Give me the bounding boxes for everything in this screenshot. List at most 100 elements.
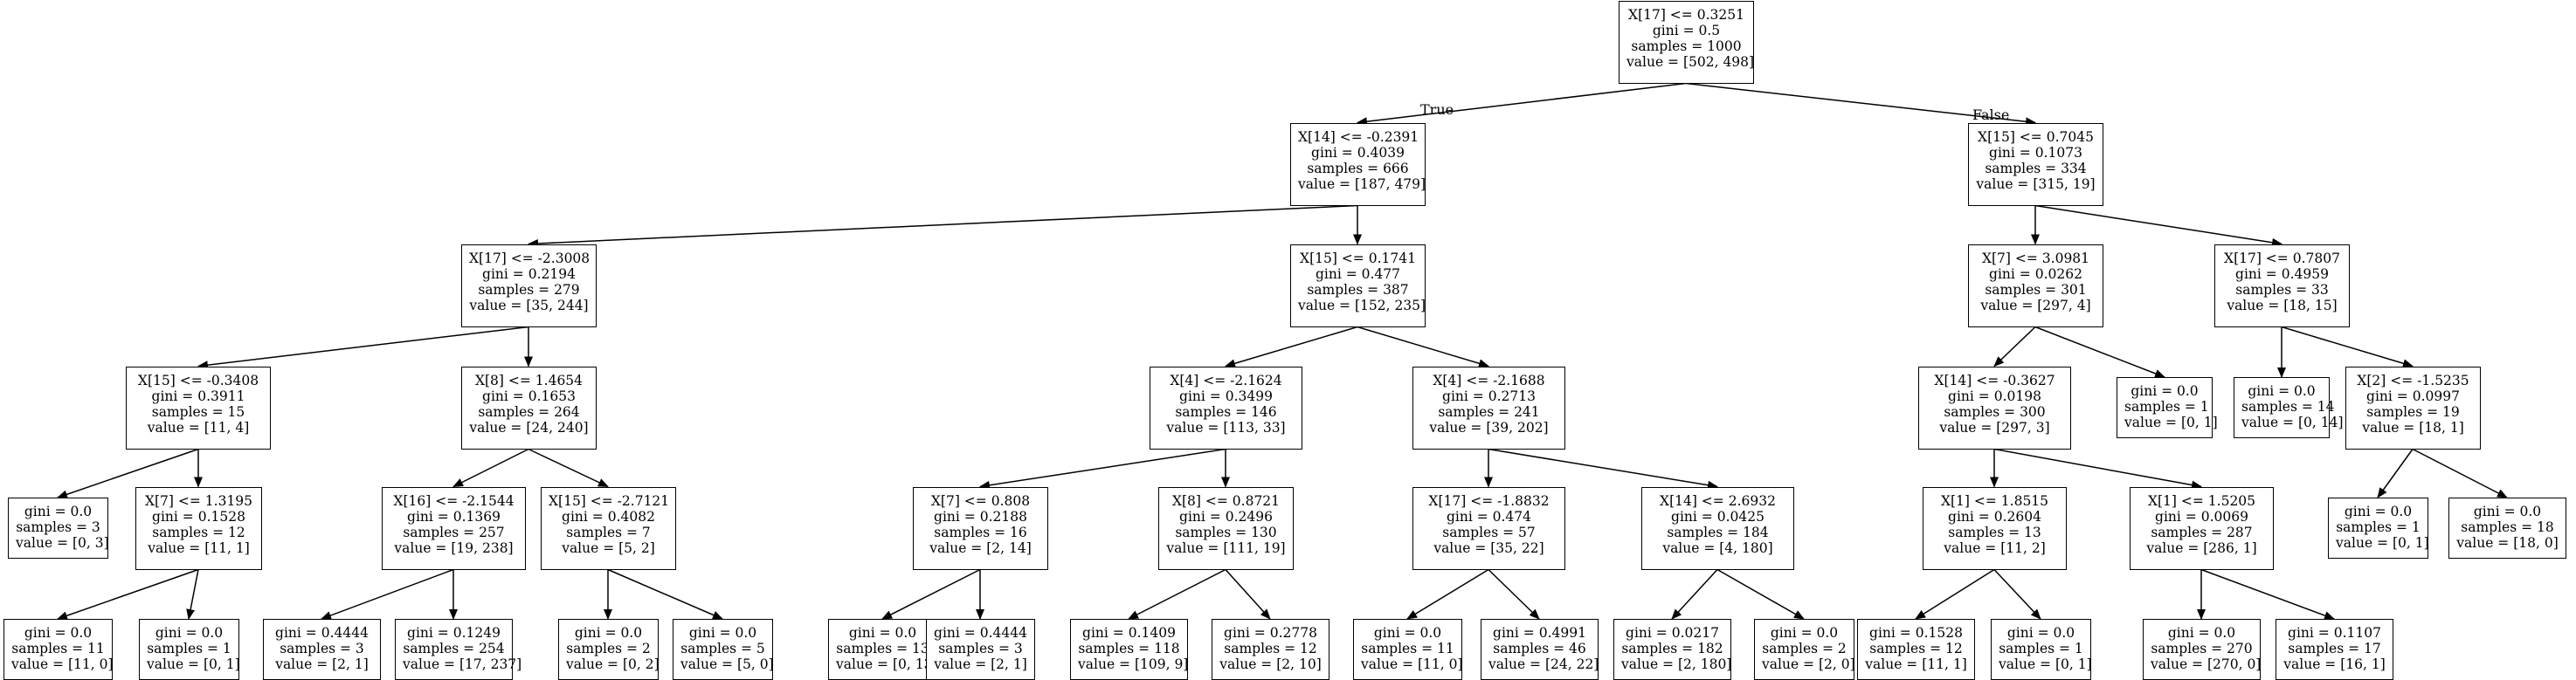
edge-n21-n38 [1488, 568, 1540, 620]
value-label: value = [24, 240] [469, 420, 589, 436]
samples-label: samples = 182 [1621, 641, 1723, 656]
value-label: value = [111, 19] [1166, 540, 1286, 556]
samples-label: samples = 11 [11, 641, 105, 656]
split-condition: X[16] <= -2.1544 [393, 493, 515, 509]
samples-label: samples = 184 [1667, 525, 1769, 540]
samples-label: samples = 12 [152, 525, 245, 540]
samples-label: samples = 7 [566, 525, 651, 540]
gini-label: gini = 0.0 [2006, 625, 2075, 641]
gini-label: gini = 0.2188 [934, 509, 1027, 525]
split-condition: X[15] <= 0.7045 [1978, 129, 2094, 145]
value-label: value = [11, 1] [148, 540, 250, 556]
value-label: value = [18, 1] [2362, 420, 2464, 436]
gini-label: gini = 0.0 [848, 625, 917, 641]
samples-label: samples = 300 [1944, 404, 2046, 420]
value-label: value = [270, 0] [2151, 656, 2262, 672]
edge-n11-n24 [1993, 448, 2202, 490]
split-condition: X[1] <= 1.8515 [1940, 493, 2049, 509]
value-label: value = [0, 13] [836, 656, 938, 672]
gini-label: gini = 0.2496 [1179, 509, 1273, 525]
edge-n20-n35 [1128, 568, 1226, 620]
samples-label: samples = 257 [403, 525, 505, 540]
value-label: value = [11, 1] [1865, 656, 1967, 672]
gini-label: gini = 0.0069 [2155, 509, 2248, 525]
samples-label: samples = 334 [1985, 161, 2087, 176]
edge-n21-n37 [1406, 568, 1489, 620]
gini-label: gini = 0.0 [2344, 504, 2413, 519]
value-label: value = [0, 1] [2336, 535, 2429, 551]
gini-label: gini = 0.2194 [482, 266, 576, 282]
edge-n24-n44 [2200, 568, 2335, 620]
samples-label: samples = 13 [836, 641, 929, 656]
gini-label: gini = 0.0 [2131, 383, 2199, 399]
value-label: value = [315, 19] [1976, 176, 2096, 192]
value-label: value = [0, 1] [147, 656, 240, 672]
gini-label: gini = 0.0 [2473, 504, 2542, 519]
gini-label: gini = 0.1653 [482, 388, 576, 404]
edge-n4-n10 [1357, 326, 1489, 368]
gini-label: gini = 0.0 [2248, 383, 2316, 399]
samples-label: samples = 12 [1869, 641, 1963, 656]
edge-n14-n25 [2377, 449, 2414, 498]
edge-n16-n27 [57, 568, 199, 621]
gini-label: gini = 0.0 [24, 504, 93, 519]
samples-label: samples = 19 [2366, 404, 2460, 420]
value-label: value = [24, 22] [1488, 656, 1599, 672]
edge-n6-n14 [2281, 326, 2414, 368]
edge-n4-n9 [1225, 326, 1358, 368]
edge-n1-n3 [528, 204, 1358, 248]
edge-n0-n2 [1685, 82, 2036, 127]
gini-label: gini = 0.1409 [1082, 625, 1176, 641]
samples-label: samples = 2 [566, 641, 651, 656]
gini-label: gini = 0.0 [155, 625, 224, 641]
samples-label: samples = 12 [1224, 641, 1317, 656]
value-label: value = [18, 0] [2456, 535, 2559, 551]
samples-label: samples = 16 [934, 525, 1027, 540]
split-condition: X[2] <= -1.5235 [2357, 373, 2469, 388]
gini-label: gini = 0.2604 [1948, 509, 2041, 525]
split-condition: X[14] <= 2.6932 [1660, 493, 1776, 509]
value-label: value = [2, 14] [929, 540, 1032, 556]
gini-label: gini = 0.1107 [2288, 625, 2381, 641]
gini-label: gini = 0.3499 [1179, 388, 1273, 404]
split-condition: X[17] <= -1.8832 [1428, 493, 1550, 509]
edge-n7-n15 [57, 448, 199, 499]
value-label: value = [297, 4] [1980, 298, 2091, 313]
split-condition: X[7] <= 0.808 [930, 493, 1031, 509]
value-label: value = [297, 3] [1939, 420, 2050, 436]
edge-n16-n28 [186, 569, 199, 620]
samples-label: samples = 3 [16, 519, 100, 535]
split-condition: X[17] <= -2.3008 [469, 251, 590, 266]
value-label: value = [11, 4] [147, 420, 250, 436]
gini-label: gini = 0.4959 [2235, 266, 2329, 282]
value-label: value = [16, 1] [2283, 656, 2386, 672]
samples-label: samples = 2 [1762, 641, 1847, 656]
edge-label-false: False [1972, 106, 2010, 123]
gini-label: gini = 0.4082 [562, 509, 655, 525]
gini-label: gini = 0.0 [1373, 625, 1442, 641]
gini-label: gini = 0.1528 [1869, 625, 1963, 641]
